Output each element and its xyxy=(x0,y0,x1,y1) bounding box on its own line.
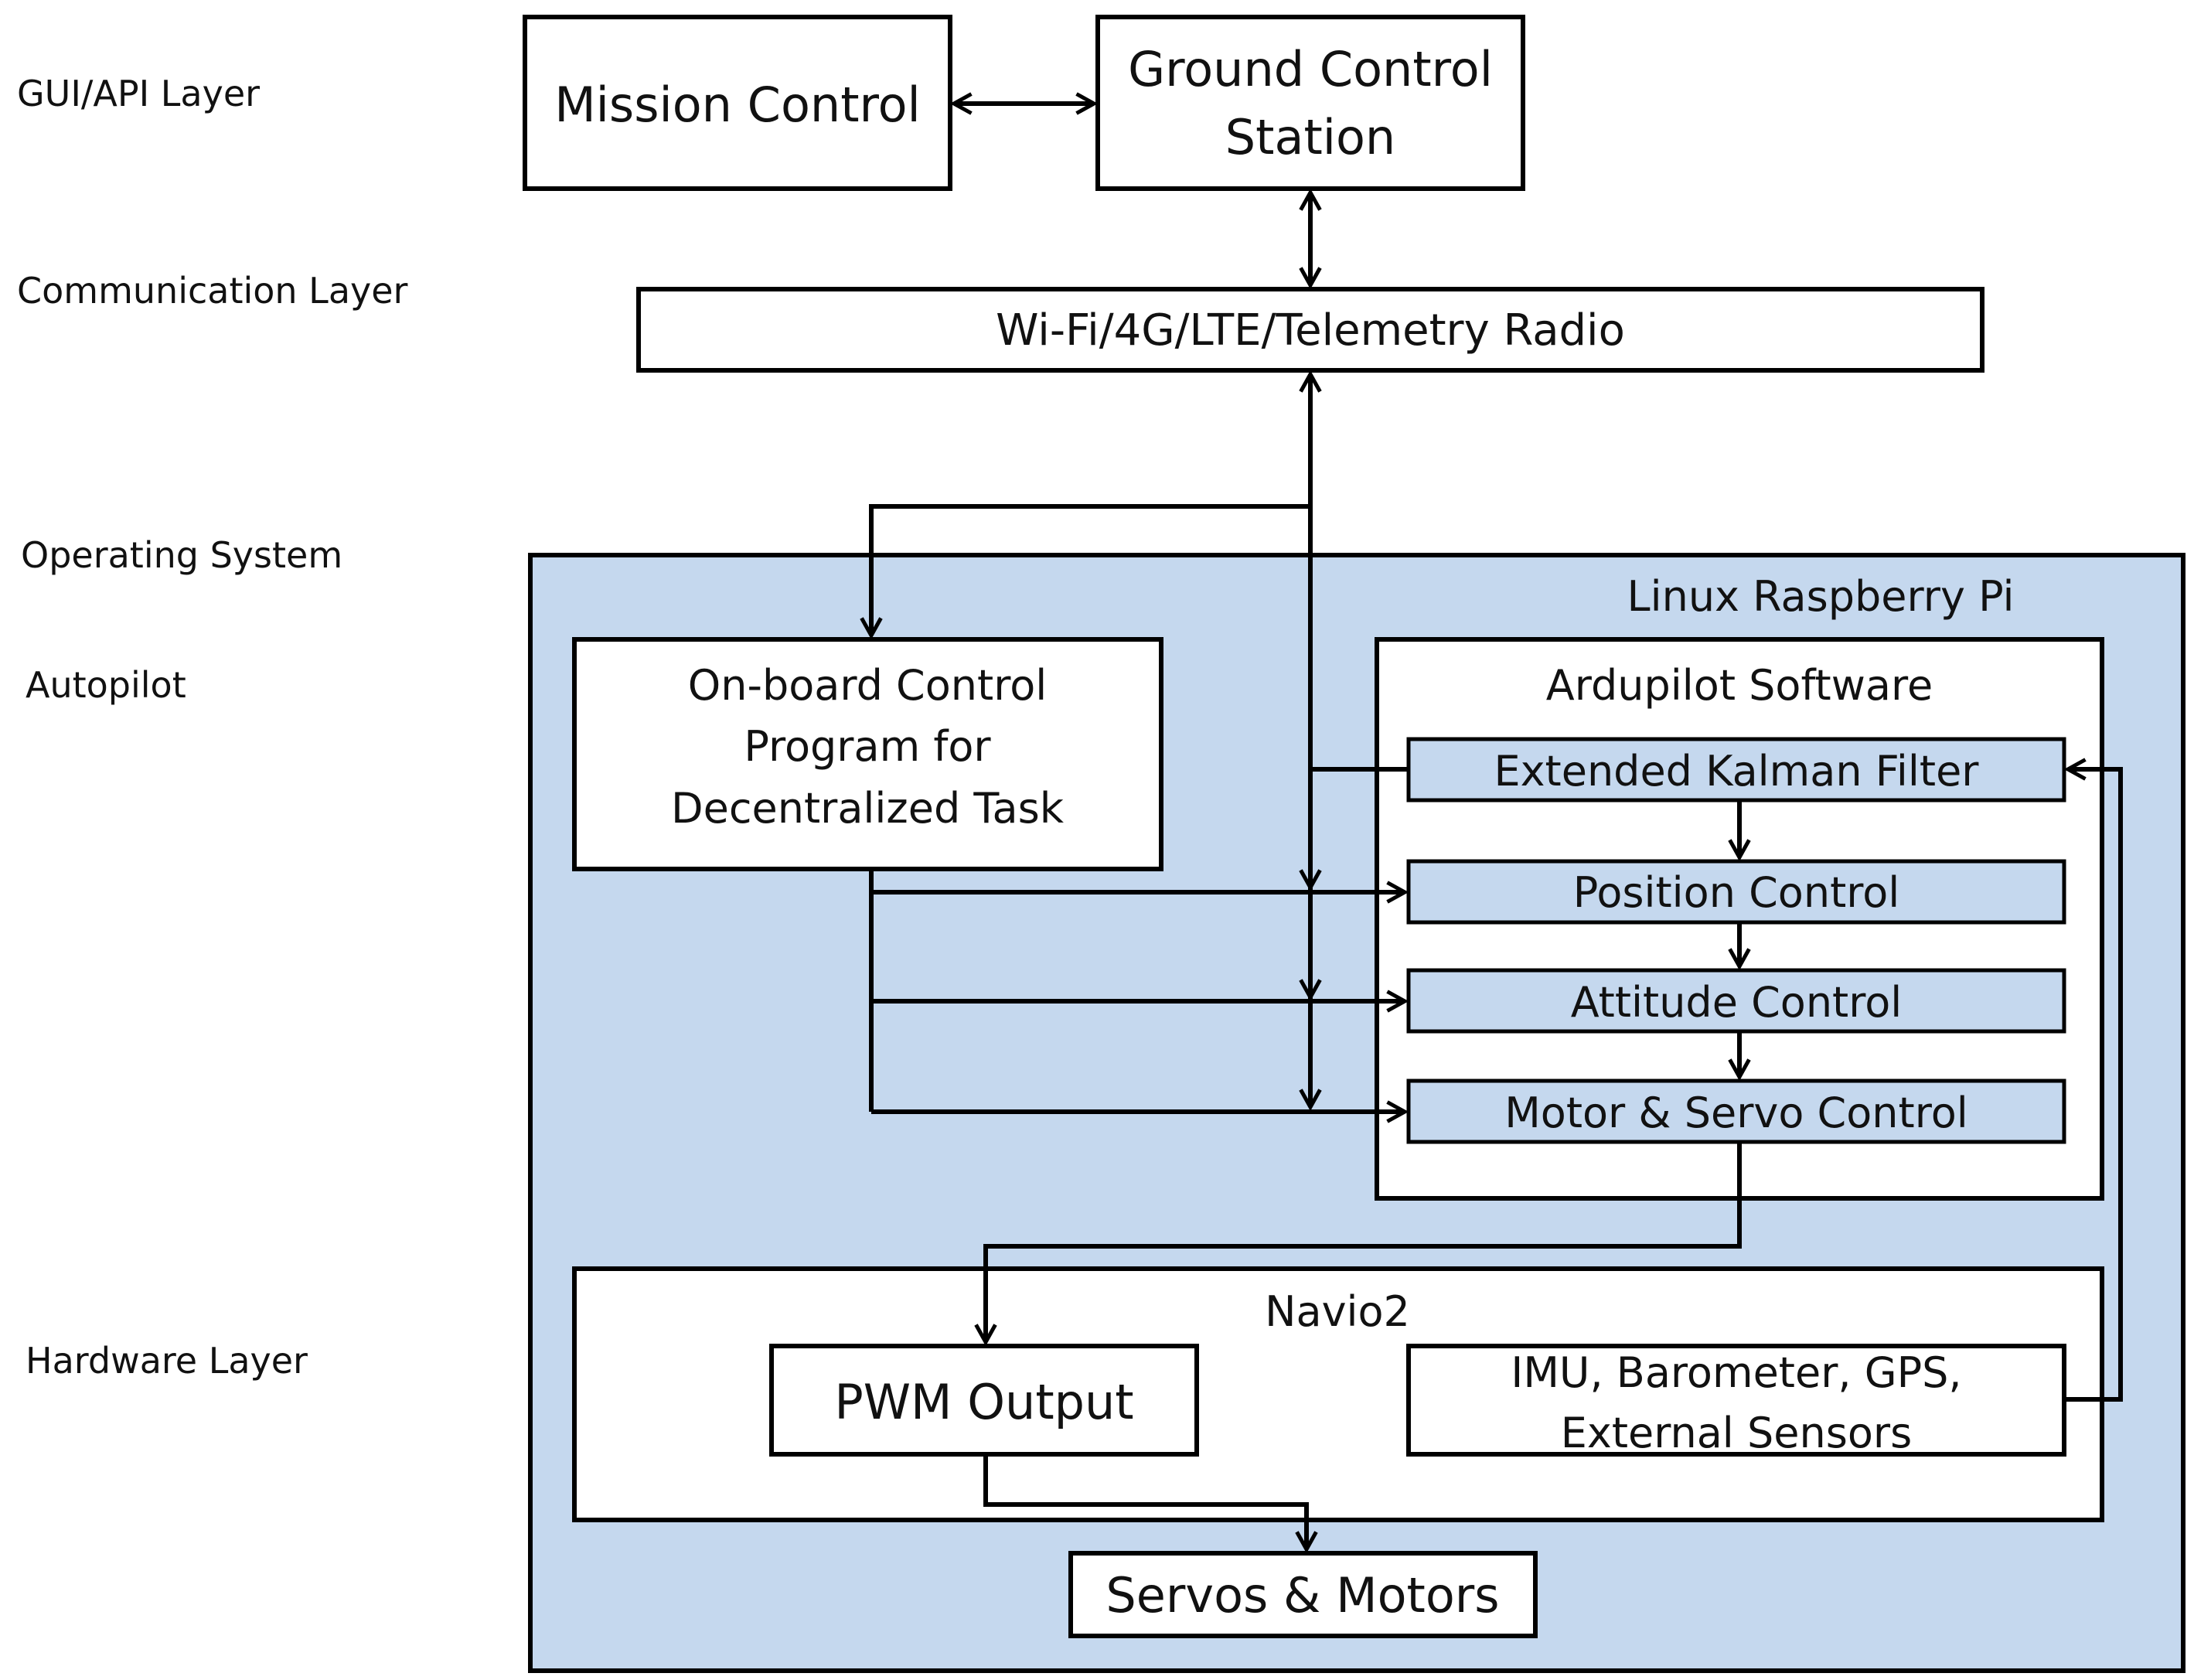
sensors-box xyxy=(1406,1344,2066,1457)
layer-label-hardware: Hardware Layer xyxy=(26,1340,308,1382)
edge-sensors-ekf xyxy=(2064,769,2123,1402)
servos-motors-label: Servos & Motors xyxy=(1106,1567,1499,1624)
edge-radio-onboard xyxy=(871,504,1310,636)
ground-control-station-label-line-2: Station xyxy=(1225,109,1395,165)
motor-servo-control-box xyxy=(1406,1079,2066,1144)
servos-motors-box xyxy=(1068,1551,1538,1638)
layer-label-gui-api: GUI/API Layer xyxy=(17,73,260,114)
layer-label-operating-system: Operating System xyxy=(21,534,342,576)
comm-radio-label: Wi-Fi/4G/LTE/Telemetry Radio xyxy=(996,305,1625,356)
edge-pwm-servos xyxy=(983,1454,1307,1549)
onboard-program-label-line-1: On-board Control xyxy=(688,661,1048,710)
comm-radio-box xyxy=(636,287,1984,373)
onboard-program-label-line-3: Decentralized Task xyxy=(671,784,1065,833)
motor-servo-control-label: Motor & Servo Control xyxy=(1504,1089,1968,1137)
pwm-output-box xyxy=(769,1344,1199,1457)
layer-label-autopilot: Autopilot xyxy=(26,664,186,706)
attitude-control-box xyxy=(1406,968,2066,1034)
ekf-label: Extended Kalman Filter xyxy=(1494,747,1979,796)
attitude-control-label: Attitude Control xyxy=(1571,978,1903,1027)
edge-motor-pwm xyxy=(986,1142,1742,1342)
navio2-label: Navio2 xyxy=(1265,1287,1410,1336)
mission-control-label: Mission Control xyxy=(554,77,921,133)
layer-label-communication: Communication Layer xyxy=(17,270,408,312)
ground-control-station-label-line-1: Ground Control xyxy=(1128,41,1493,97)
ekf-box xyxy=(1406,737,2066,803)
mission-control-box xyxy=(523,15,952,191)
ground-control-station-box xyxy=(1095,15,1525,191)
onboard-program-box xyxy=(572,637,1163,871)
position-control-box xyxy=(1406,859,2066,925)
onboard-program-label-line-2: Program for xyxy=(744,722,991,771)
ardupilot-label: Ardupilot Software xyxy=(1546,661,1933,710)
position-control-label: Position Control xyxy=(1573,868,1900,917)
pwm-output-label: PWM Output xyxy=(834,1374,1133,1430)
sensors-label-line-2: External Sensors xyxy=(1561,1409,1912,1457)
sensors-label-line-1: IMU, Barometer, GPS, xyxy=(1511,1348,1961,1397)
linux-raspberry-pi-label: Linux Raspberry Pi xyxy=(1627,572,2015,621)
